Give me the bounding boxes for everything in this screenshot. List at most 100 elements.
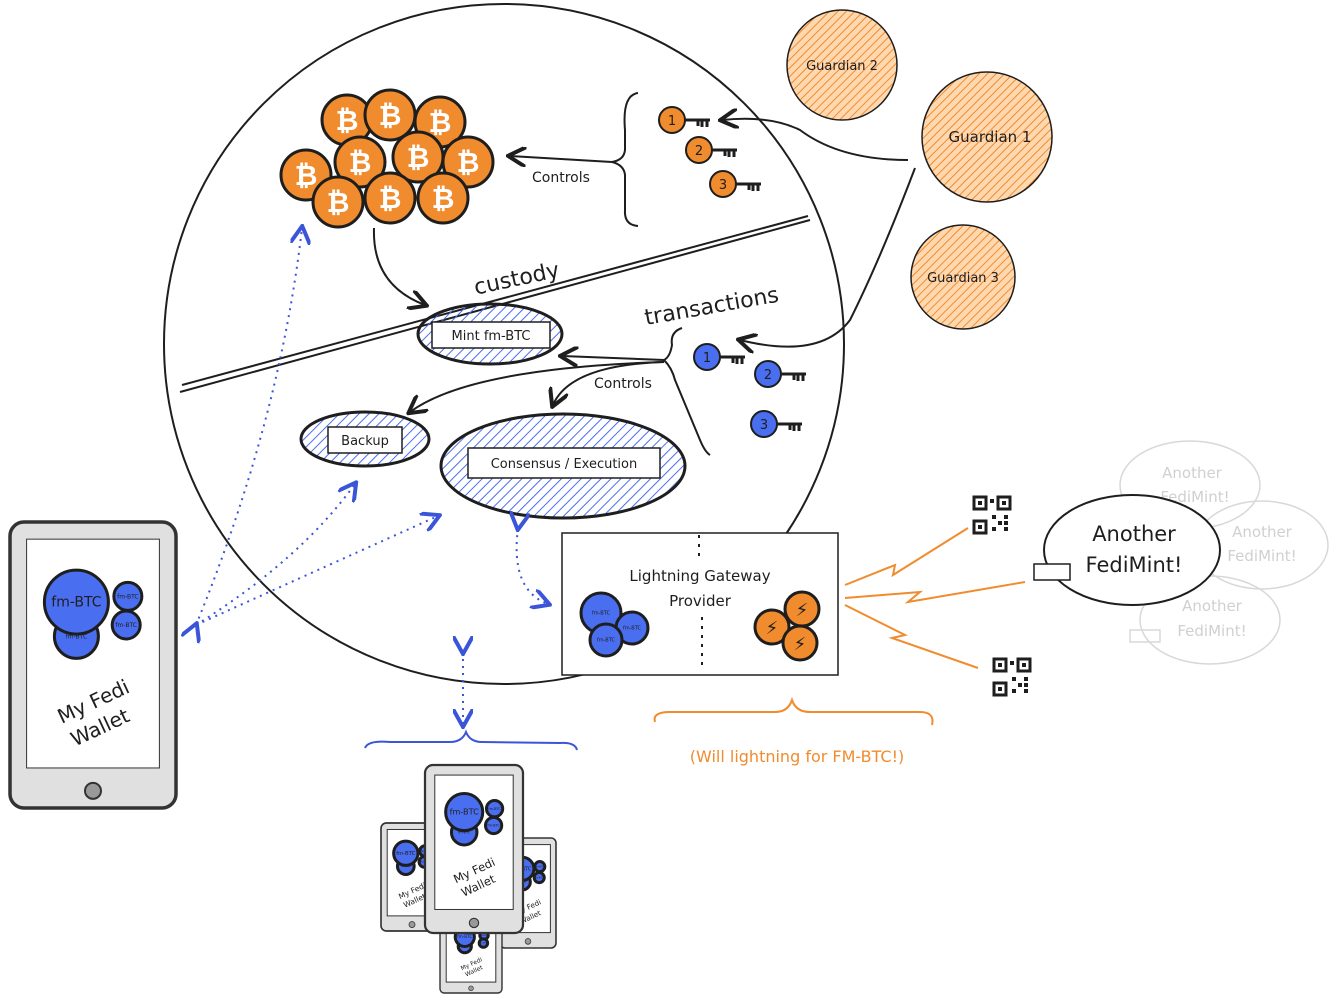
fm-btc-token-icon: fm-BTC — [110, 609, 142, 641]
svg-text:fm-BTC: fm-BTC — [481, 935, 488, 937]
svg-text:fm-BTC: fm-BTC — [535, 876, 543, 879]
svg-text:fm-BTC: fm-BTC — [450, 807, 479, 817]
svg-text:⚡: ⚡ — [766, 618, 779, 639]
fm-btc-token-icon: fm-BTC — [112, 580, 144, 612]
qr-code-icon[interactable] — [992, 657, 1032, 697]
key-icon: 2 — [685, 136, 737, 164]
gateway-title-1: Lightning Gateway — [629, 567, 770, 585]
controls-arrow-mint — [562, 356, 665, 360]
faded-mint-2-line1: Another — [1232, 523, 1293, 541]
svg-text:fm-BTC: fm-BTC — [458, 830, 471, 834]
guardian-3[interactable]: Guardian 3 — [910, 224, 1016, 330]
gateway-brace — [653, 696, 934, 726]
lightning-coin-icon: ⚡ — [781, 624, 819, 662]
svg-text:⚡: ⚡ — [796, 600, 809, 621]
consensus-module[interactable]: Consensus / Execution — [439, 412, 687, 520]
consensus-label: Consensus / Execution — [491, 457, 638, 472]
fm-btc-token-icon: fm-BTC — [477, 937, 490, 949]
guardian-1[interactable]: Guardian 1 — [921, 71, 1053, 203]
wallet-connections — [196, 228, 548, 725]
svg-text:fm-BTC: fm-BTC — [592, 611, 610, 617]
svg-text:₿: ₿ — [432, 182, 455, 215]
controls-arrow-top — [510, 156, 613, 162]
controls-label-bottom: Controls — [594, 376, 652, 392]
svg-text:fm-BTC: fm-BTC — [536, 865, 544, 868]
controls-arrow-backup — [410, 361, 665, 412]
fm-btc-token-icon: fm-BTC — [588, 622, 624, 658]
gateway-title-2: Provider — [669, 592, 732, 610]
transactions-label: transactions — [643, 283, 781, 331]
fm-btc-token-icon: fm-BTC — [444, 791, 485, 833]
lightning-gateway[interactable]: Lightning Gateway Provider fm-BTCfm-BTCf… — [561, 532, 839, 676]
faded-mint-3-line2: FediMint! — [1177, 622, 1246, 640]
guardian-to-orange-key-arrow — [722, 119, 909, 161]
reserve-to-mint-arrow — [372, 227, 425, 305]
gateway-lightning-coins: ⚡ ⚡ ⚡ — [753, 590, 821, 662]
another-fedimint[interactable]: Another FediMint! — [1033, 494, 1221, 606]
faded-mint-1-line1: Another — [1162, 464, 1223, 482]
brace-top — [611, 92, 639, 227]
guardian-3-label: Guardian 3 — [927, 271, 999, 286]
bitcoin-coin-icon: ₿ — [441, 135, 495, 189]
key-icon: 1 — [693, 343, 745, 371]
svg-text:fm-BTC: fm-BTC — [66, 633, 88, 640]
another-fedimint-line2: FediMint! — [1086, 553, 1183, 577]
svg-text:3: 3 — [719, 178, 727, 193]
lightning-links — [844, 527, 1026, 669]
backup-module[interactable]: Backup — [299, 410, 431, 468]
key-icon: 3 — [709, 170, 761, 198]
another-fedimint-line1: Another — [1092, 522, 1176, 546]
gateway-note: (Will lightning for FM-BTC!) — [690, 747, 905, 766]
svg-text:₿: ₿ — [407, 141, 430, 174]
bitcoin-coin-icon: ₿ — [416, 171, 470, 225]
guardian-1-label: Guardian 1 — [949, 128, 1032, 146]
svg-text:2: 2 — [695, 144, 703, 159]
svg-text:fm-BTC: fm-BTC — [117, 593, 139, 600]
key-icon: 3 — [750, 410, 802, 438]
fm-btc-token-icon: fm-BTC — [42, 568, 110, 636]
fm-btc-token-icon: fm-BTC — [392, 839, 420, 867]
fm-btc-token-icon: fm-BTC — [533, 860, 547, 874]
qr-code-icon[interactable] — [972, 495, 1012, 535]
svg-text:₿: ₿ — [336, 104, 359, 137]
svg-text:₿: ₿ — [457, 146, 480, 179]
federation-boundary — [163, 3, 845, 685]
svg-text:2: 2 — [764, 368, 772, 383]
mint-module[interactable]: Mint fm-BTC — [416, 302, 564, 366]
lightning-coin-icon: ⚡ — [753, 608, 791, 646]
fm-btc-token-icon: fm-BTC — [532, 871, 546, 885]
guardian-to-blue-key-arrow — [740, 167, 916, 347]
bitcoin-coin-icon: ₿ — [363, 171, 417, 225]
bitcoin-coin-icon: ₿ — [333, 135, 387, 189]
svg-text:⚡: ⚡ — [794, 634, 807, 655]
svg-text:₿: ₿ — [349, 146, 372, 179]
gateway-fm-btc-tokens: fm-BTC fm-BTC fm-BTC — [579, 591, 650, 658]
svg-text:fm-BTC: fm-BTC — [480, 943, 487, 945]
svg-text:1: 1 — [703, 351, 711, 366]
svg-text:₿: ₿ — [379, 182, 402, 215]
svg-text:₿: ₿ — [327, 186, 350, 219]
blue-keys: 1 2 3 — [693, 343, 806, 438]
controls-label-top: Controls — [532, 170, 590, 186]
svg-text:fm-BTC: fm-BTC — [115, 622, 137, 629]
guardian-2-label: Guardian 2 — [806, 59, 878, 74]
bitcoin-reserve: ₿₿₿₿₿₿₿₿₿₿ — [279, 88, 495, 229]
faded-mint-3-line1: Another — [1182, 597, 1243, 615]
key-icon: 2 — [754, 360, 806, 388]
faded-mint-2-line2: FediMint! — [1227, 547, 1296, 565]
svg-text:₿: ₿ — [295, 159, 318, 192]
fm-btc-token-icon: fm-BTC — [484, 799, 505, 819]
svg-text:fm-BTC: fm-BTC — [597, 638, 615, 644]
guardian-2[interactable]: Guardian 2 — [786, 9, 898, 121]
svg-text:fm-BTC: fm-BTC — [457, 934, 472, 939]
backup-label: Backup — [341, 434, 389, 449]
svg-text:₿: ₿ — [429, 106, 452, 139]
bitcoin-coin-icon: ₿ — [363, 88, 417, 142]
svg-text:fm-BTC: fm-BTC — [487, 824, 500, 828]
mint-label: Mint fm-BTC — [452, 329, 531, 344]
svg-text:fm-BTC: fm-BTC — [623, 626, 641, 632]
